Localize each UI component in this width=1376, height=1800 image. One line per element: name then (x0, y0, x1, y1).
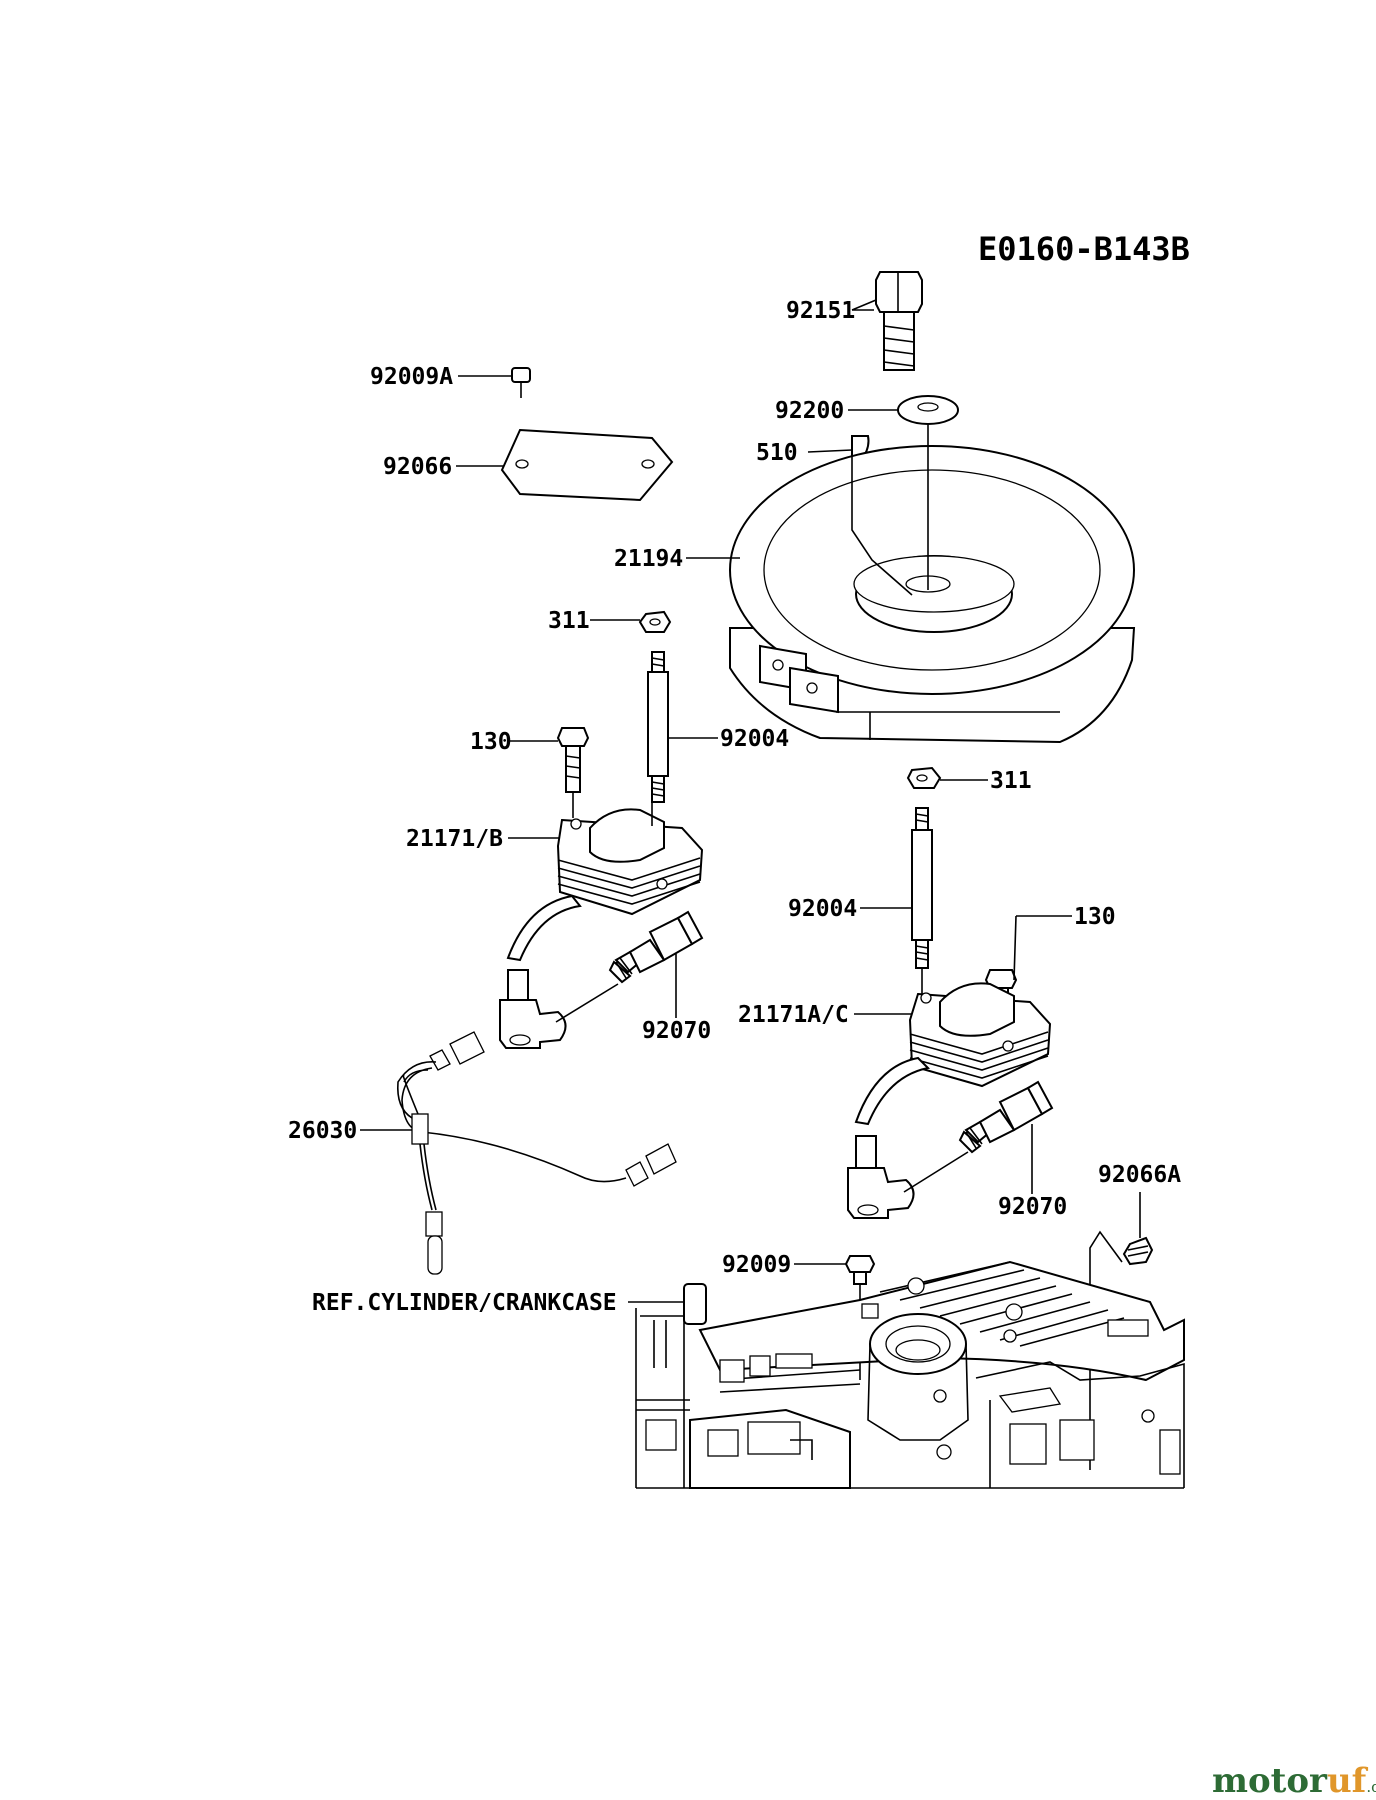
screw-92009a (511, 367, 531, 398)
label-92066a: 92066A (1098, 1162, 1181, 1188)
label-92004-right: 92004 (788, 896, 857, 922)
bolt-92151 (875, 271, 923, 371)
spark-plug-92070-right (958, 1080, 1054, 1154)
harness-26030 (396, 1031, 677, 1275)
label-92009a: 92009A (370, 364, 453, 390)
label-130-right: 130 (1074, 904, 1116, 930)
screw-92009 (844, 1255, 876, 1285)
label-311-right: 311 (990, 768, 1032, 794)
label-ref-cylinder-crankcase: REF.CYLINDER/CRANKCASE (312, 1290, 617, 1316)
crankcase-reference (635, 1260, 1185, 1489)
label-92066: 92066 (383, 454, 452, 480)
label-92070-right: 92070 (998, 1194, 1067, 1220)
nut-311-top (638, 610, 672, 633)
label-26030: 26030 (288, 1118, 357, 1144)
label-92070-left: 92070 (642, 1018, 711, 1044)
plug-92066a (1122, 1236, 1154, 1266)
stud-92004-top (647, 651, 669, 803)
label-21194: 21194 (614, 546, 683, 572)
label-311-top: 311 (548, 608, 590, 634)
ignition-coil-21171b (499, 808, 704, 1049)
bolt-130-left (556, 727, 590, 793)
spark-plug-92070-left (608, 910, 704, 984)
label-92004-top: 92004 (720, 726, 789, 752)
plate-92066 (500, 428, 674, 502)
watermark-logo: motoruf.de (1212, 1761, 1376, 1800)
stud-92004-right (911, 807, 933, 969)
watermark-part-2: uf (1327, 1761, 1369, 1800)
ignition-coil-21171ac (847, 982, 1052, 1219)
label-130-left: 130 (470, 729, 512, 755)
label-92200: 92200 (775, 398, 844, 424)
svg-text:motoruf.de: motoruf.de (1212, 1761, 1376, 1800)
label-510: 510 (756, 440, 798, 466)
nut-311-right (906, 766, 942, 789)
label-92151: 92151 (786, 298, 855, 324)
label-92009: 92009 (722, 1252, 791, 1278)
label-21171ac: 21171A/C (738, 1002, 849, 1028)
watermark-suffix: .de (1366, 1778, 1376, 1796)
washer-92200 (897, 395, 959, 425)
diagram-code: E0160-B143B (978, 230, 1190, 268)
watermark-part-1: motor (1212, 1761, 1328, 1800)
flywheel-21194 (729, 445, 1136, 744)
label-21171b: 21171/B (406, 826, 503, 852)
